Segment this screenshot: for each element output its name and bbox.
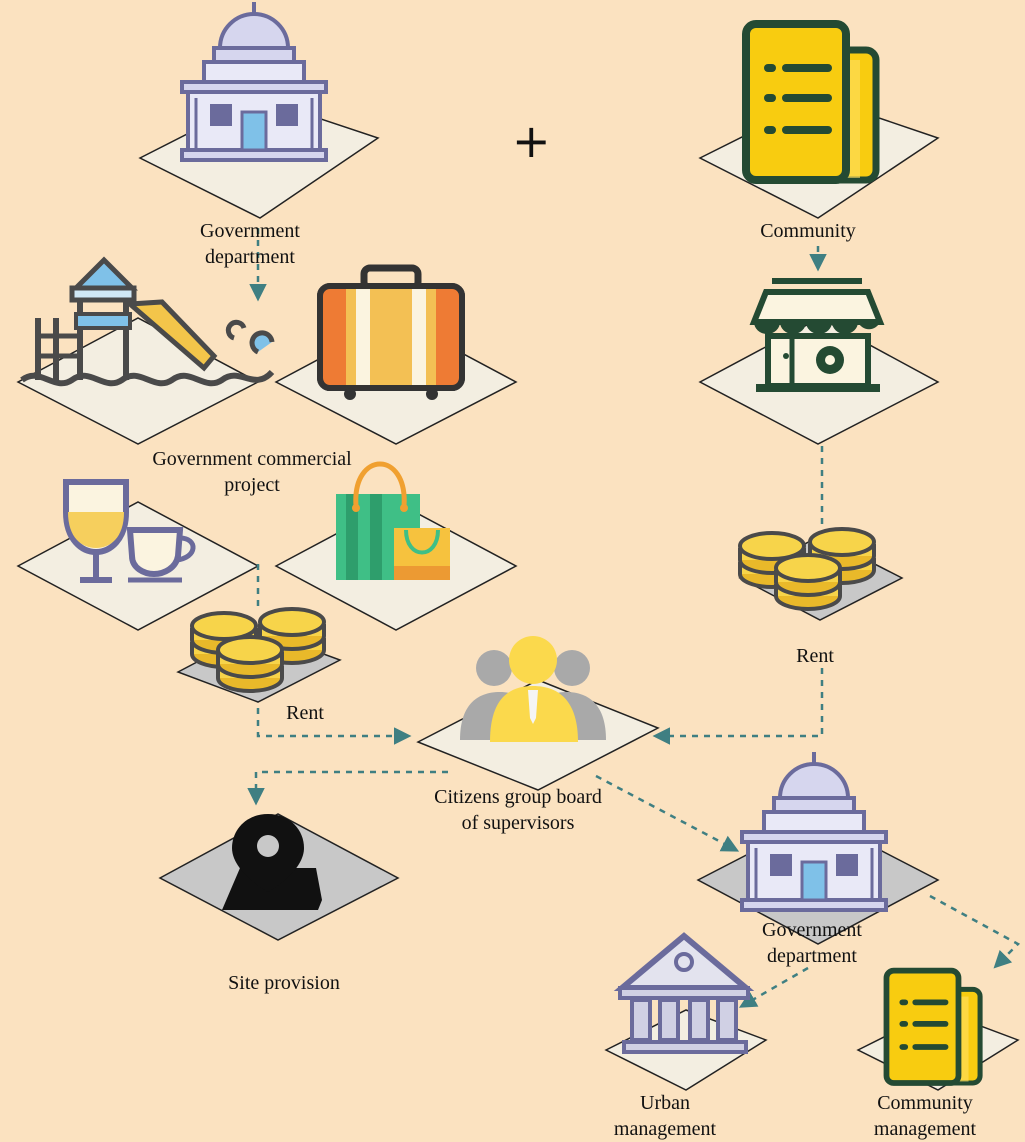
playground-icon bbox=[20, 256, 275, 387]
label-rent-left: Rent bbox=[286, 702, 324, 724]
shopping-bags-icon bbox=[336, 461, 450, 580]
suitcase-icon bbox=[317, 264, 465, 400]
drinks-icon bbox=[63, 479, 196, 583]
document-icon bbox=[746, 24, 876, 180]
document-icon bbox=[886, 971, 980, 1083]
label-citizens-group-board: Citizens group board of supervisors bbox=[434, 786, 602, 834]
label-community-management: Community management bbox=[873, 1092, 977, 1140]
plus-sign: + bbox=[512, 114, 551, 168]
government-building-icon bbox=[180, 0, 328, 162]
label-government-department-top: Government department bbox=[200, 220, 300, 268]
label-government-department-bottom: Government department bbox=[762, 919, 862, 967]
label-rent-right: Rent bbox=[796, 645, 834, 667]
government-building-icon bbox=[740, 750, 888, 912]
label-government-commercial-project: Government commercial project bbox=[152, 448, 352, 496]
connectors bbox=[247, 228, 1021, 1008]
group-icon bbox=[460, 636, 606, 742]
shop-icon bbox=[749, 278, 885, 392]
label-urban-management: Urban management bbox=[613, 1092, 717, 1140]
location-pin-icon bbox=[222, 814, 322, 910]
label-site-provision: Site provision bbox=[228, 972, 340, 994]
bank-icon bbox=[613, 932, 755, 1054]
label-community-top: Community bbox=[760, 220, 856, 242]
